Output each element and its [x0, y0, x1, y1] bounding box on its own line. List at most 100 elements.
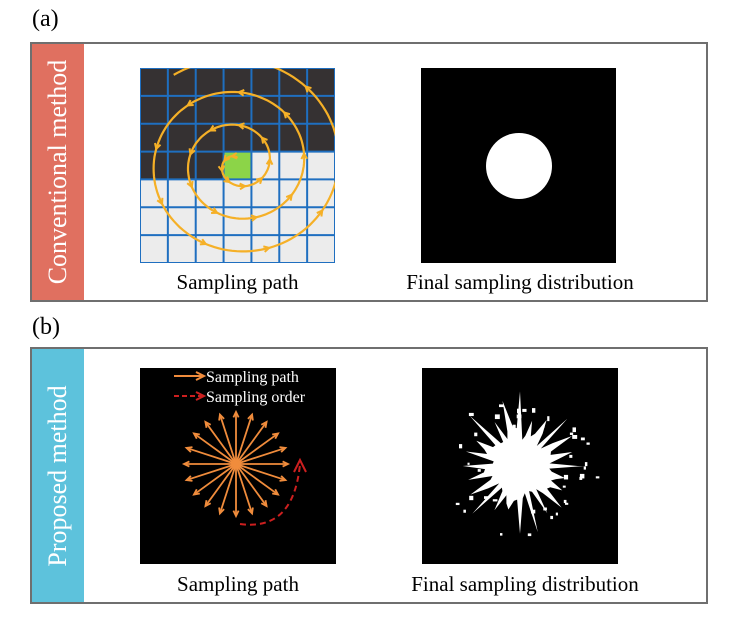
- scattered-sample-pixel: [550, 515, 554, 520]
- spiral-arrowhead: [217, 165, 226, 174]
- grid-cell: [251, 123, 280, 152]
- scattered-sample-pixel: [532, 408, 536, 413]
- grid-cell: [140, 179, 168, 208]
- circular-sampled-region: [486, 133, 552, 199]
- scattered-sample-pixel: [469, 495, 474, 501]
- spiral-arrowhead: [208, 124, 217, 132]
- conventional-final-distribution: [421, 68, 616, 263]
- radial-arrowhead: [247, 412, 254, 421]
- radial-arrowhead: [260, 420, 268, 428]
- scattered-sample-pixel: [542, 425, 545, 428]
- panel-b-left-caption: Sampling path: [177, 572, 299, 596]
- radial-arrowhead: [247, 507, 254, 516]
- grid-cell: [251, 68, 280, 96]
- scattered-sample-pixel: [586, 442, 590, 445]
- sampling-order-arrowhead: [293, 457, 307, 473]
- scattered-sample-pixel: [563, 499, 567, 504]
- radial-arrowhead: [260, 500, 268, 508]
- legend-order-arrowhead: [195, 391, 207, 401]
- spiral-arrowhead: [265, 157, 274, 166]
- scattered-sample-pixel: [595, 476, 600, 479]
- radial-sampling-arrow: [204, 463, 237, 507]
- radial-sampling-arrow: [235, 414, 253, 465]
- scattered-sample-pixel: [499, 404, 504, 408]
- spiral-arrowhead: [188, 148, 196, 157]
- scattered-sample-pixel: [455, 502, 460, 506]
- grid-cell: [195, 68, 224, 96]
- radial-sampling-arrow: [235, 447, 286, 465]
- grid-cell: [140, 123, 168, 152]
- radial-sampling-arrow: [235, 432, 279, 465]
- grid-cell: [167, 235, 196, 263]
- scattered-sample-pixel: [531, 509, 536, 514]
- radial-arrowhead: [218, 412, 225, 421]
- scattered-sample-pixel: [583, 466, 586, 470]
- radial-sampling-arrow: [204, 421, 237, 465]
- grid-cell: [223, 207, 252, 236]
- radial-origin: [233, 461, 239, 467]
- scattered-sample-pixel: [494, 414, 500, 420]
- radial-arrowhead: [184, 475, 193, 482]
- scattered-sample-pixel: [579, 476, 583, 480]
- scattered-sample-pixel: [547, 416, 550, 422]
- scattered-sample-pixel: [569, 432, 574, 435]
- spiral-arrowhead: [154, 142, 162, 151]
- radial-arrowhead: [192, 432, 200, 440]
- grid-cell: [195, 207, 224, 236]
- radial-arrowhead: [184, 446, 193, 453]
- scattered-sample-pixel: [468, 412, 474, 417]
- grid-cell: [167, 123, 196, 152]
- scattered-sample-pixel: [459, 444, 463, 449]
- legend-order-label: Sampling order: [206, 389, 306, 406]
- scattered-sample-pixel: [477, 469, 481, 472]
- scattered-sample-pixel: [569, 454, 573, 458]
- radial-sampling-arrow: [219, 463, 237, 514]
- radial-sampling-arrow: [235, 463, 286, 481]
- spiral-arrowhead: [282, 111, 291, 119]
- spiral-arrowhead: [223, 176, 232, 184]
- grid-cell: [251, 207, 280, 236]
- proposed-final-distribution: [422, 368, 618, 564]
- spiral-arrowhead: [211, 207, 219, 214]
- grid-cell: [167, 68, 196, 96]
- radial-sampling-arrow: [193, 463, 237, 496]
- panel-b-letter: (b): [32, 314, 60, 340]
- radial-arrowhead: [204, 500, 212, 508]
- panel-a-letter: (a): [32, 6, 59, 32]
- grid-cell: [223, 179, 252, 208]
- scattered-sample-pixel: [467, 462, 470, 465]
- radial-arrowhead: [279, 475, 288, 482]
- scattered-sample-pixel: [563, 474, 569, 480]
- sampling-order-arrow: [239, 463, 301, 526]
- spiral-arrowhead: [223, 154, 231, 163]
- grid-cell: [307, 235, 335, 263]
- radial-arrowhead: [232, 409, 240, 418]
- scattered-sample-pixel: [517, 408, 521, 414]
- radial-arrowhead: [218, 507, 225, 516]
- grid-cell: [140, 68, 168, 96]
- scattered-sample-pixel: [543, 507, 547, 511]
- radial-arrowhead: [272, 432, 280, 440]
- panel-a-right-caption: Final sampling distribution: [406, 270, 634, 294]
- spiral-arrowhead: [300, 151, 309, 160]
- panel-b-side-label-bar: Proposed method: [32, 349, 84, 602]
- spiral-arrowhead: [285, 193, 294, 201]
- grid-cell: [223, 151, 252, 180]
- scattered-sample-pixel: [522, 408, 527, 412]
- panel-a-side-label: Conventional method: [43, 59, 72, 285]
- star-sampled-region: [462, 391, 585, 534]
- legend-path-arrowhead: [195, 371, 207, 381]
- scattered-sample-pixel: [500, 533, 503, 536]
- scattered-sample-pixel: [516, 414, 522, 419]
- radial-sampling-arrow: [193, 432, 237, 465]
- scattered-sample-pixel: [572, 427, 576, 433]
- spiral-arrowhead: [316, 208, 324, 217]
- grid-cell: [140, 207, 168, 236]
- radial-sampling-arrow: [186, 463, 237, 481]
- spiral-arrowhead: [260, 136, 268, 144]
- scattered-sample-pixel: [579, 473, 585, 479]
- grid-cell: [307, 123, 335, 152]
- spiral-arrowhead: [199, 238, 208, 246]
- panel-a: Conventional method: [30, 42, 708, 302]
- grid-cell: [223, 95, 252, 124]
